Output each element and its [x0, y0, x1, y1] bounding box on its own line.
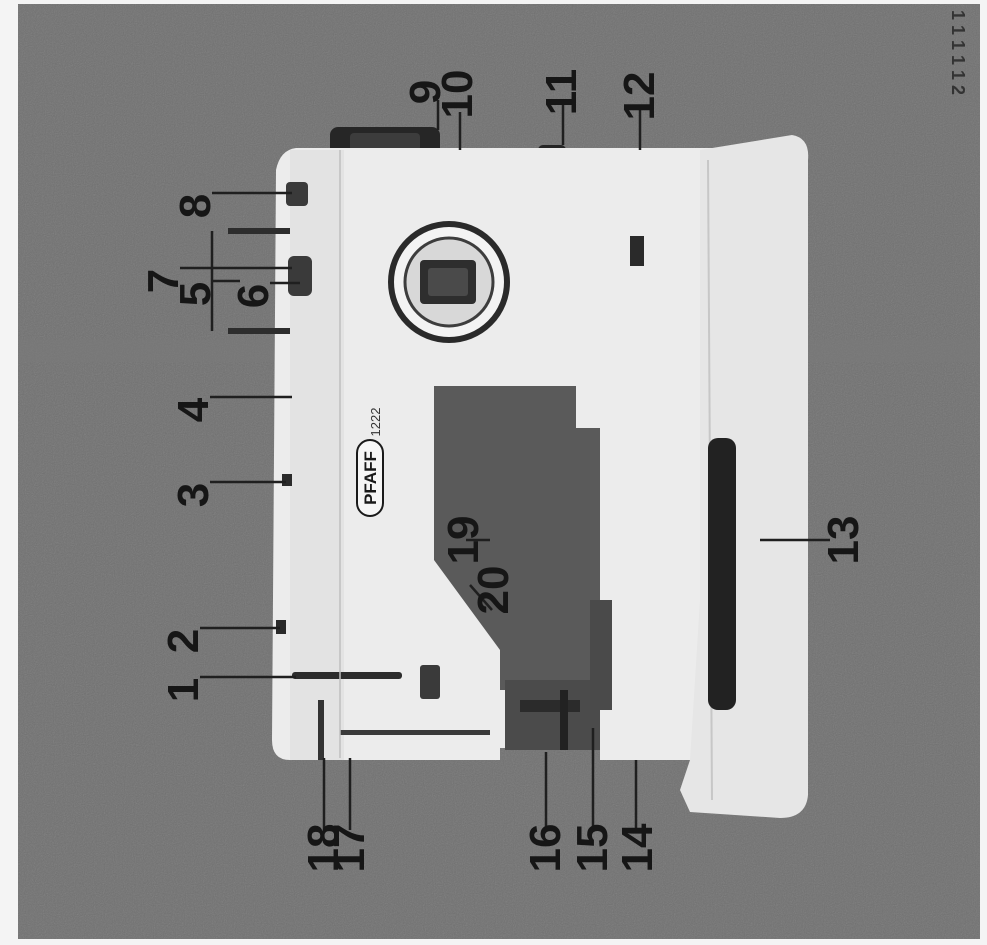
callout-8: 8: [171, 194, 220, 218]
callout-9: 9: [401, 80, 450, 104]
callout-18: 18: [299, 824, 348, 873]
callout-13: 13: [819, 516, 868, 565]
brand-logo: PFAFF: [361, 451, 380, 505]
callout-17: 17: [325, 824, 374, 873]
callout-5: 5: [171, 282, 220, 306]
callout-6: 6: [229, 284, 278, 308]
callout-4: 4: [169, 397, 218, 422]
callout-1: 1: [159, 678, 208, 702]
callout-12: 12: [615, 72, 664, 121]
callout-20: 20: [469, 566, 518, 615]
callout-7: 7: [139, 269, 188, 293]
drop-in-slot: [708, 438, 736, 710]
callout-14: 14: [613, 823, 662, 872]
presser-foot-area: [505, 680, 600, 750]
callout-15: 15: [568, 824, 617, 873]
leader-lines: [180, 100, 830, 830]
free-arm-opening: [434, 386, 600, 690]
callout-11: 11: [537, 69, 586, 116]
callout-19: 19: [439, 516, 488, 565]
callout-2: 2: [159, 629, 208, 653]
callout-10: 10: [433, 70, 482, 119]
callout-3: 3: [169, 483, 218, 507]
corner-fragment: 1 1 1 1 1 2: [948, 10, 968, 95]
model-number: 1222: [368, 408, 383, 437]
callout-16: 16: [521, 824, 570, 873]
brand-badge: [356, 439, 384, 517]
